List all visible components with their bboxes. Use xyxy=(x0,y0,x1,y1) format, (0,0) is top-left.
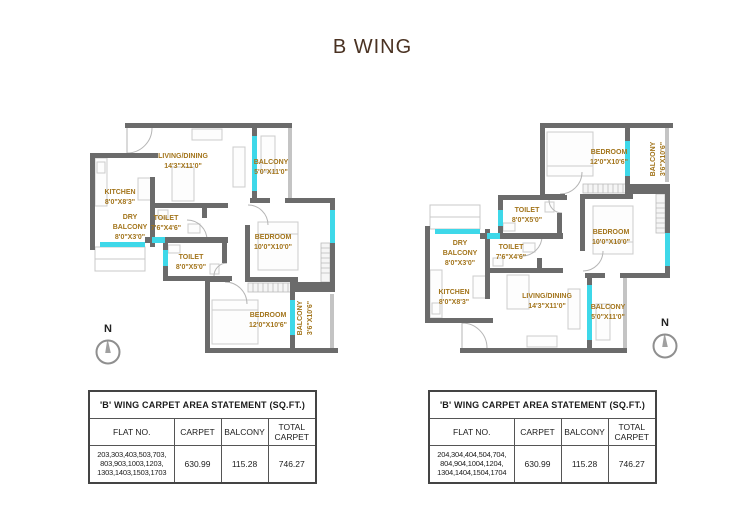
room-label-toilet-small: TOILET 7'6"X4'6" xyxy=(495,243,527,261)
room-label-toilet-large: TOILET 8'0"X5'0" xyxy=(511,206,543,224)
room-label-balcony-side: BALCONY 3'6"X10'6" xyxy=(296,300,314,336)
col-header-carpet: CARPET xyxy=(173,418,222,446)
room-label-bedroom-small: BEDROOM 10'0"X10'0" xyxy=(592,228,630,246)
room-label-bedroom-small: BEDROOM 10'0"X10'0" xyxy=(254,233,292,251)
total-carpet-value: 746.27 xyxy=(607,445,657,483)
col-header-flat-no: FLAT NO. xyxy=(428,418,515,446)
room-label-dry-balcony: DRY BALCONY 8'0"X3'0" xyxy=(442,239,478,268)
carpet-area-table-left: 'B' WING CARPET AREA STATEMENT (SQ.FT.) … xyxy=(88,390,318,484)
room-label-balcony-main: BALCONY 5'0"X11'0" xyxy=(590,303,626,321)
balcony-value: 115.28 xyxy=(220,445,269,483)
room-label-living-dining: LIVING/DINING 14'3"X11'0" xyxy=(522,292,572,310)
carpet-value: 630.99 xyxy=(513,445,562,483)
room-label-toilet-large: TOILET 8'0"X5'0" xyxy=(175,253,207,271)
table-title: 'B' WING CARPET AREA STATEMENT (SQ.FT.) xyxy=(88,390,317,419)
room-label-bedroom-large: BEDROOM 12'0"X10'6" xyxy=(590,148,628,166)
floor-plan-right: BEDROOM 12'0"X10'6" BALCONY 3'6"X10'6" T… xyxy=(423,112,673,364)
col-header-flat-no: FLAT NO. xyxy=(88,418,175,446)
table-row: 204,304,404,504,704, 804,904,1004,1204, … xyxy=(428,445,657,483)
col-header-balcony: BALCONY xyxy=(220,418,269,446)
carpet-value: 630.99 xyxy=(173,445,222,483)
table-row: 203,303,403,503,703, 803,903,1003,1203, … xyxy=(88,445,317,483)
room-label-living-dining: LIVING/DINING 14'3"X11'0" xyxy=(158,152,208,170)
room-label-balcony-side: BALCONY 3'6"X10'6" xyxy=(649,141,667,177)
north-label: N xyxy=(104,323,112,335)
total-carpet-value: 746.27 xyxy=(267,445,317,483)
balcony-value: 115.28 xyxy=(560,445,609,483)
room-label-balcony-main: BALCONY 5'0"X11'0" xyxy=(253,158,289,176)
room-label-dry-balcony: DRY BALCONY 8'0"X3'0" xyxy=(112,213,148,242)
flat-numbers-cell: 203,303,403,503,703, 803,903,1003,1203, … xyxy=(88,445,175,483)
north-label: N xyxy=(661,317,669,329)
col-header-total-carpet: TOTAL CARPET xyxy=(267,418,317,446)
room-label-kitchen: KITCHEN 8'0"X8'3" xyxy=(104,188,136,206)
col-header-total-carpet: TOTAL CARPET xyxy=(607,418,657,446)
north-compass-left: N xyxy=(92,324,124,371)
col-header-carpet: CARPET xyxy=(513,418,562,446)
flat-numbers-cell: 204,304,404,504,704, 804,904,1004,1204, … xyxy=(428,445,515,483)
col-header-balcony: BALCONY xyxy=(560,418,609,446)
page-title: B WING xyxy=(332,36,413,58)
room-label-bedroom-large: BEDROOM 12'0"X10'6" xyxy=(249,311,287,329)
room-label-kitchen: KITCHEN 8'0"X8'3" xyxy=(438,288,470,306)
carpet-area-table-right: 'B' WING CARPET AREA STATEMENT (SQ.FT.) … xyxy=(428,390,658,484)
compass-icon xyxy=(95,339,121,365)
compass-icon xyxy=(652,333,678,359)
floor-plan-left: LIVING/DINING 14'3"X11'0" BALCONY 5'0"X1… xyxy=(88,112,338,364)
north-compass-right: N xyxy=(649,318,681,365)
table-title: 'B' WING CARPET AREA STATEMENT (SQ.FT.) xyxy=(428,390,657,419)
room-label-toilet-small: TOILET 7'6"X4'6" xyxy=(150,214,182,232)
